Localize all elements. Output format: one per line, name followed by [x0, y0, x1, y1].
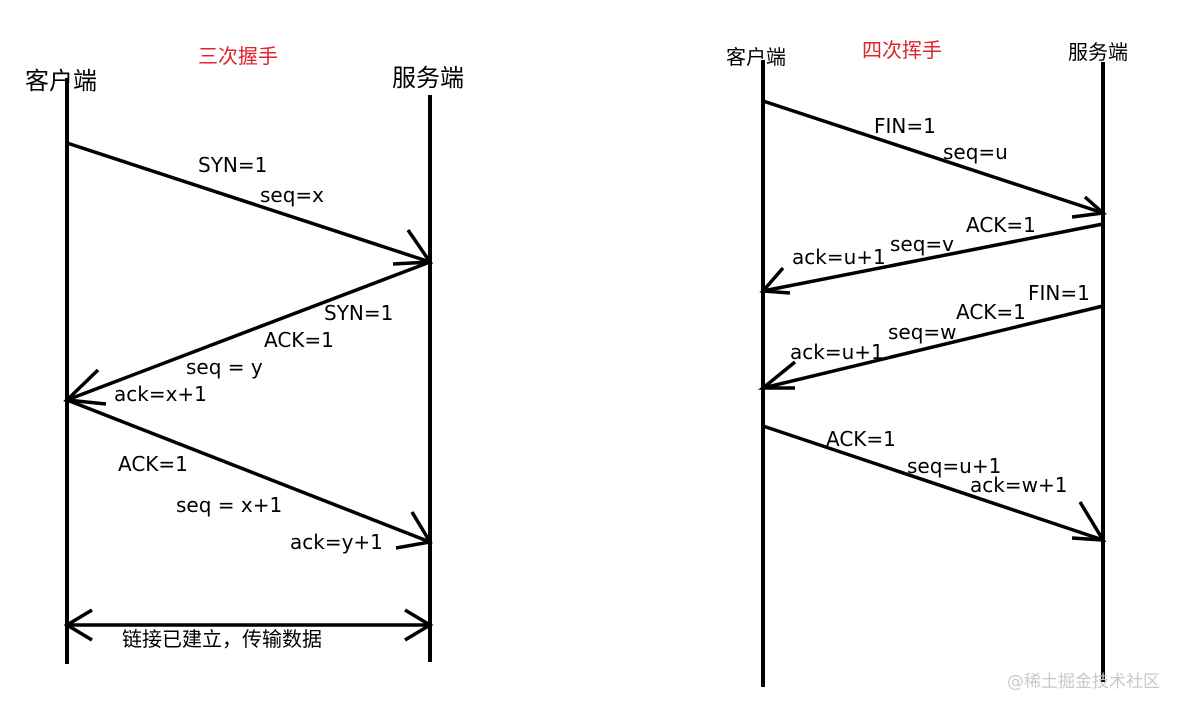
handshake-client-label: 客户端 [25, 67, 97, 95]
wave-seq-u1-label: seq=u+1 [907, 454, 1001, 478]
wave-ack2-arrow [762, 424, 1104, 542]
handshake-title: 三次握手 [198, 44, 278, 68]
handshake-ack-y1-label: ack=y+1 [290, 530, 383, 554]
handshake-seq-x-label: seq=x [260, 183, 324, 207]
handshake-synack-syn-label: SYN=1 [324, 301, 393, 325]
handshake-ack-flag-label: ACK=1 [118, 452, 188, 476]
wave-fin2-ack-flag-label: ACK=1 [956, 300, 1026, 324]
handshake-ack-arrowhead [395, 511, 433, 550]
four-way-wave: 四次挥手 客户端 服务端 FIN=1 seq=u ACK=1 seq=v ack… [726, 38, 1128, 687]
wave-seq-w-label: seq=w [888, 320, 957, 344]
wave-seq-v-label: seq=v [890, 232, 954, 256]
handshake-seq-y-label: seq = y [186, 355, 263, 379]
wave-ack2-flag-label: ACK=1 [826, 427, 896, 451]
wave-fin1-label: FIN=1 [874, 114, 936, 138]
handshake-syn-label: SYN=1 [198, 153, 267, 177]
handshake-established-right-arrowhead [404, 608, 434, 642]
wave-fin1-arrow [762, 99, 1104, 215]
wave-title: 四次挥手 [862, 38, 942, 62]
handshake-ack-x1-label: ack=x+1 [114, 382, 207, 406]
wave-fin2-ack-u1-label: ack=u+1 [790, 340, 884, 364]
three-way-handshake: 三次握手 客户端 服务端 SYN=1 seq=x SYN=1 ACK=1 seq… [25, 44, 464, 664]
wave-ack1-arrow [762, 222, 1104, 293]
handshake-synack-arrow [66, 260, 431, 402]
wave-ack1-flag-label: ACK=1 [966, 213, 1036, 237]
wave-fin2-arrowhead [758, 360, 797, 390]
wave-ack-w1-label: ack=w+1 [970, 473, 1067, 497]
wave-fin1-arrowhead [1071, 195, 1108, 219]
handshake-synack-ack-label: ACK=1 [264, 328, 334, 352]
wave-seq-u-label: seq=u [943, 140, 1008, 164]
handshake-established-label: 链接已建立，传输数据 [122, 627, 322, 651]
wave-server-label: 服务端 [1068, 40, 1128, 64]
handshake-seq-x1-label: seq = x+1 [176, 493, 282, 517]
wave-ack1-arrowhead [759, 266, 791, 295]
handshake-established-left-arrowhead [63, 608, 93, 642]
wave-ack-u1-label: ack=u+1 [792, 245, 886, 269]
wave-client-label: 客户端 [726, 45, 786, 69]
wave-fin2-label: FIN=1 [1028, 281, 1090, 305]
wave-fin2-arrow [762, 304, 1104, 390]
watermark: @稀土掘金技术社区 [1007, 672, 1160, 692]
wave-ack2-arrowhead [1071, 501, 1107, 542]
handshake-syn-arrow [66, 141, 431, 264]
handshake-server-label: 服务端 [392, 64, 464, 92]
handshake-ack-arrow [66, 398, 431, 544]
